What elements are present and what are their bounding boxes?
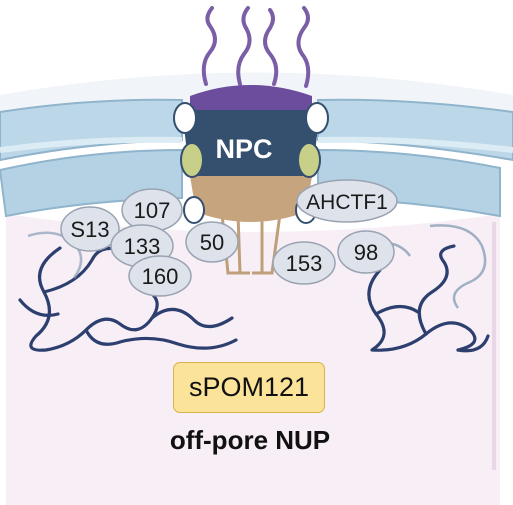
nup-133-label: 133 (124, 234, 161, 259)
nup-50 (185, 221, 239, 263)
nup-98-label: 98 (354, 240, 378, 265)
npc-knob-membrane-right (297, 142, 321, 178)
nup-98 (337, 230, 395, 274)
nup-s13 (60, 206, 120, 252)
npc-cytoplasmic-ring (190, 85, 312, 114)
spom121-label: sPOM121 (188, 372, 310, 402)
spom121-highlight-box: sPOM121 (173, 362, 325, 413)
nup-153 (272, 241, 336, 285)
nup-153-label: 153 (286, 251, 323, 276)
membrane-sheen-right (317, 136, 513, 153)
membrane-sheen-left (0, 136, 183, 153)
npc-knob-cyto-left (173, 102, 197, 134)
npc-label: NPC (215, 134, 272, 164)
nucleus-interior (6, 214, 500, 505)
off-pore-nup-caption: off-pore NUP (169, 425, 331, 455)
npc-knob-nuc-left (183, 196, 205, 224)
nup-ahctf1-label: AHCTF1 (306, 191, 388, 214)
npc-nuclear-ring (190, 176, 312, 222)
nup-160-label: 160 (142, 264, 179, 289)
npc-knob-cyto-right (305, 102, 329, 134)
chromatin-right (367, 244, 490, 353)
nup-s13-label: S13 (70, 217, 109, 242)
nup-160 (128, 255, 192, 297)
nup-107-label: 107 (134, 198, 171, 223)
cytoplasmic-filaments (201, 6, 311, 88)
nup-50-label: 50 (200, 230, 224, 255)
chromatin-left (18, 246, 238, 352)
npc-core (182, 110, 320, 185)
nup-ahctf1 (296, 179, 398, 223)
npc-knob-membrane-left (180, 142, 204, 178)
